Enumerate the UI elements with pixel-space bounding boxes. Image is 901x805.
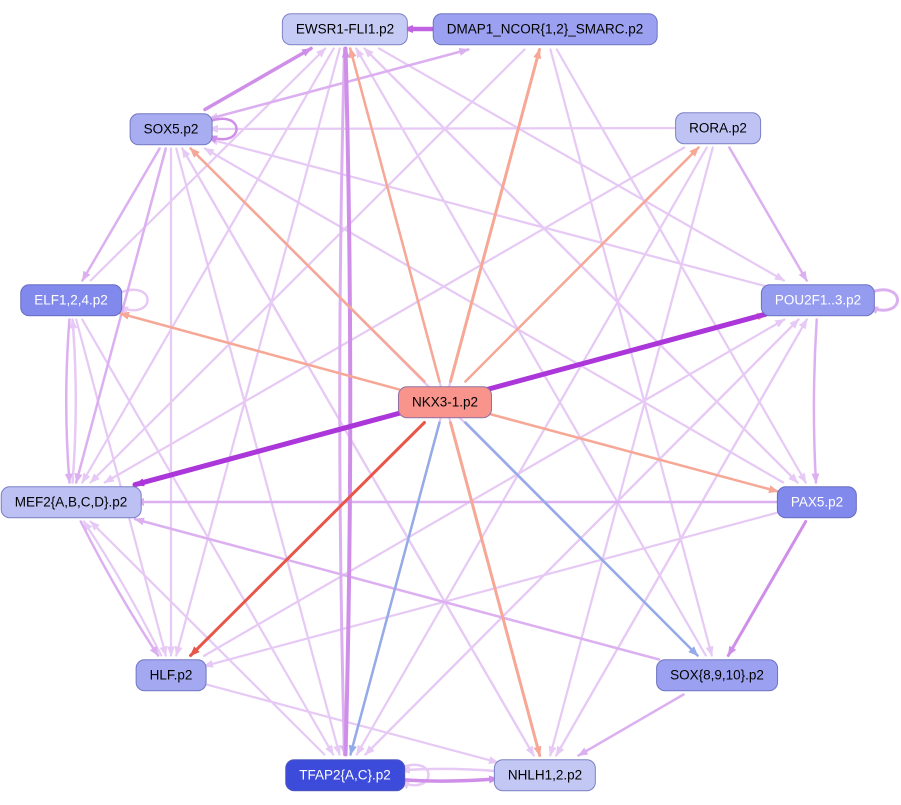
graph-edge-pax5-to-hlf <box>202 511 780 668</box>
graph-edge-rora-to-mef2 <box>103 146 686 484</box>
graph-edge-rora-to-pou2f <box>728 146 808 282</box>
node-sox8-9-10[interactable]: SOX{8,9,10}.p2 <box>656 659 778 691</box>
graph-edge-pou2f-to-sox5 <box>207 137 768 288</box>
node-label: RORA.p2 <box>689 120 747 136</box>
graph-edge-pax5-to-sox5 <box>203 147 785 484</box>
graph-edge-hlf-to-mef2 <box>82 520 163 657</box>
graph-edge-rora-to-tfap2 <box>355 146 708 756</box>
graph-edge-nkx3-to-tfap2 <box>348 421 441 756</box>
node-label: TFAP2{A,C}.p2 <box>299 767 391 783</box>
graph-edge-sox5-to-elf124 <box>81 147 161 282</box>
node-label: EWSR1-FLI1.p2 <box>295 21 395 37</box>
graph-edge-nkx3-to-hlf <box>189 421 426 657</box>
graph-edge-pou2f-to-pou2f <box>867 288 899 315</box>
graph-edge-tfap2-to-pou2f <box>364 318 800 756</box>
graph-edge-ewsr1-to-tfap2 <box>338 47 349 756</box>
graph-edge-nhlh-to-tfap2 <box>399 765 500 774</box>
node-mef2-abcd[interactable]: MEF2{A,B,C,D}.p2 <box>0 486 142 518</box>
graph-edge-elf124-to-tfap2 <box>81 318 335 756</box>
graph-edge-nkx3-to-pax5 <box>489 413 780 494</box>
graph-edge-tfap2-to-ewsr1 <box>341 46 353 757</box>
node-nhlh1-2[interactable]: NHLH1,2.p2 <box>493 759 597 791</box>
graph-edge-elf124-to-elf124 <box>117 288 149 315</box>
node-elf1-2-4[interactable]: ELF1,2,4.p2 <box>20 284 122 316</box>
graph-edge-tfap2-to-nhlh <box>399 775 500 784</box>
node-label: POU2F1..3.p2 <box>774 292 862 308</box>
node-label: DMAP1_NCOR{1,2}_SMARC.p2 <box>446 21 644 37</box>
graph-edge-nkx3-to-ewsr1 <box>348 47 441 383</box>
graph-edge-sox5-to-ewsr1 <box>203 46 313 112</box>
node-pax5[interactable]: PAX5.p2 <box>776 486 858 518</box>
graph-edge-sox8910-to-nhlh <box>577 693 685 757</box>
graph-edge-nkx3-to-sox8910 <box>464 421 699 657</box>
graph-edge-nhlh-to-pou2f <box>555 318 808 757</box>
graph-edge-nkx3-to-nhlh <box>448 421 542 757</box>
graph-edge-nkx3-to-dmap1 <box>448 48 542 383</box>
graph-edge-nkx3-to-rora <box>464 146 700 383</box>
node-ewsr1-fli1[interactable]: EWSR1-FLI1.p2 <box>281 13 409 45</box>
node-rora[interactable]: RORA.p2 <box>675 112 761 144</box>
graph-edge-pou2f-to-pax5 <box>811 318 820 484</box>
node-nkx3-1[interactable]: NKX3-1.p2 <box>397 386 493 418</box>
graph-edge-elf124-to-mef2 <box>64 318 73 484</box>
node-tfap2-ac[interactable]: TFAP2{A,C}.p2 <box>285 759 405 791</box>
node-label: NHLH1,2.p2 <box>507 767 583 783</box>
node-label: HLF.p2 <box>149 667 193 683</box>
node-hlf[interactable]: HLF.p2 <box>135 659 207 691</box>
graph-edge-nhlh-to-sox5 <box>181 147 535 757</box>
graph-edge-hlf-to-nhlh <box>202 682 500 764</box>
node-label: NKX3-1.p2 <box>411 394 479 410</box>
graph-edge-sox8910-to-mef2 <box>133 517 661 661</box>
node-label: ELF1,2,4.p2 <box>34 292 108 308</box>
graph-edge-mef2-to-elf124 <box>69 318 78 484</box>
graph-edge-tfap2-to-tfap2 <box>398 763 430 790</box>
graph-edge-pax5-to-sox8910 <box>726 520 808 657</box>
graph-edge-sox8910-to-ewsr1 <box>355 47 707 657</box>
node-label: PAX5.p2 <box>790 494 844 510</box>
node-pou2f1-3[interactable]: POU2F1..3.p2 <box>760 284 876 316</box>
node-label: SOX{8,9,10}.p2 <box>670 667 764 683</box>
graph-edge-hlf-to-pou2f <box>202 318 786 657</box>
graph-edge-nkx3-to-sox5 <box>189 147 426 383</box>
node-label: SOX5.p2 <box>143 121 199 137</box>
graph-edge-sox5-to-sox5 <box>206 117 238 144</box>
graph-edge-nkx3-to-elf124 <box>118 311 401 391</box>
node-dmap1-ncor-smarc[interactable]: DMAP1_NCOR{1,2}_SMARC.p2 <box>432 13 658 45</box>
graph-edge-mef2-to-hlf <box>79 520 160 657</box>
node-label: MEF2{A,B,C,D}.p2 <box>14 494 128 510</box>
node-sox5[interactable]: SOX5.p2 <box>129 113 213 145</box>
